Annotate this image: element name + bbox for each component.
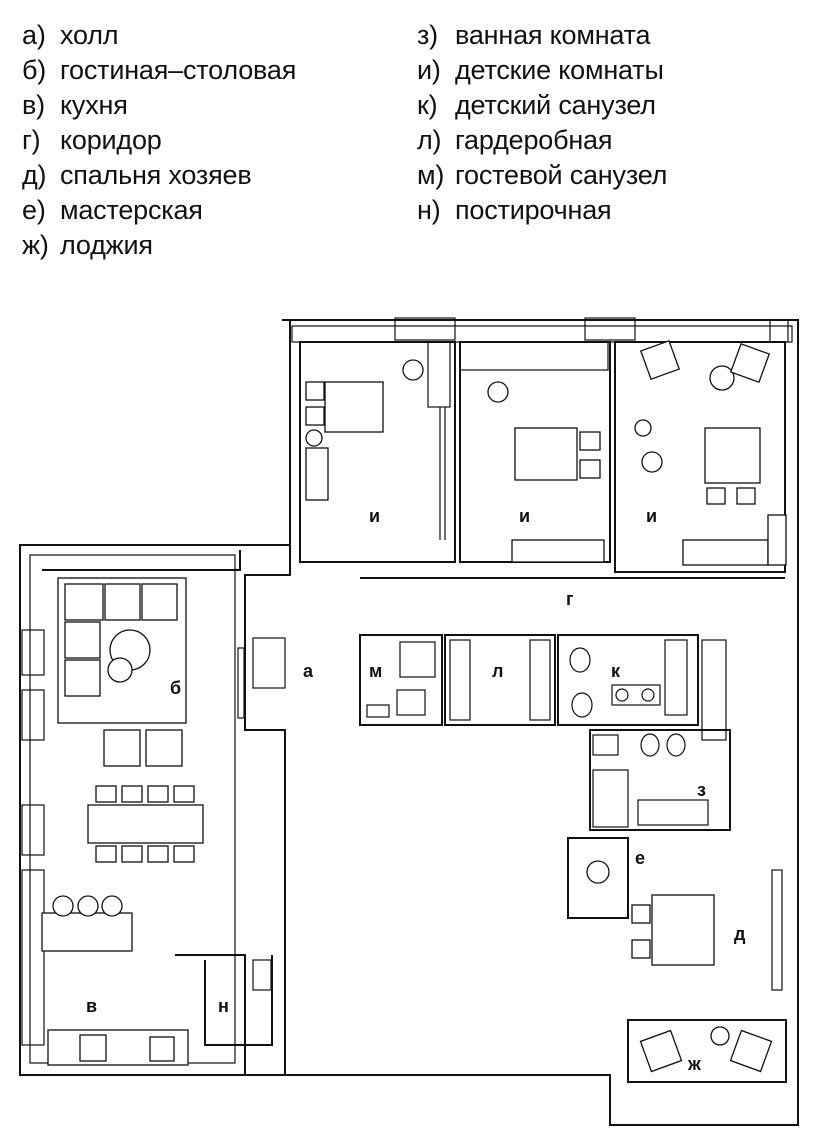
room-label-living-dining: б [170, 678, 181, 698]
legend-item: д)спальня хозяев [22, 160, 252, 190]
room-label-corridor: г [566, 589, 574, 609]
legend-item: н)постирочная [417, 195, 612, 225]
room-label-hall: а [303, 661, 314, 681]
legend-right: з)ванная комната и)детские комнаты к)дет… [417, 18, 667, 228]
room-label-workshop: е [635, 848, 645, 868]
room-label-kids-room-2: и [519, 506, 530, 526]
room-labels: а б в г д е ж з и и и к л м н [86, 506, 746, 1074]
legend-item: а)холл [22, 20, 119, 50]
legend-item: м)гостевой санузел [417, 160, 668, 190]
legend-item: е)мастерская [22, 195, 203, 225]
master-suite [567, 729, 787, 1083]
room-label-kids-room-1: и [369, 506, 380, 526]
room-label-kitchen: в [86, 996, 97, 1016]
legend-item: к)детский санузел [417, 90, 656, 120]
legend-item: г)коридор [22, 125, 162, 155]
outer-walls [19, 317, 799, 1126]
room-label-wardrobe: л [492, 661, 503, 681]
legend-item: б)гостиная–столовая [22, 55, 297, 85]
legend-item: л)гардеробная [417, 125, 613, 155]
room-label-loggia: ж [687, 1054, 701, 1074]
room-label-kids-bathroom: к [611, 661, 621, 681]
legend-item: и)детские комнаты [417, 55, 664, 85]
legend-item: ж)лоджия [22, 230, 153, 260]
room-label-laundry: н [218, 996, 229, 1016]
legend-item: з)ванная комната [417, 20, 651, 50]
living-kitchen [41, 577, 273, 1075]
legend-left: а)холл б)гостиная–столовая в)кухня г)кор… [22, 18, 296, 263]
room-label-master-bedroom: д [734, 924, 746, 944]
room-label-kids-room-3: и [646, 506, 657, 526]
room-label-bathroom: з [697, 780, 706, 800]
room-label-guest-bathroom: м [369, 661, 382, 681]
corridor-block [252, 577, 785, 741]
children-rooms [299, 339, 787, 573]
legend-item: в)кухня [22, 90, 128, 120]
